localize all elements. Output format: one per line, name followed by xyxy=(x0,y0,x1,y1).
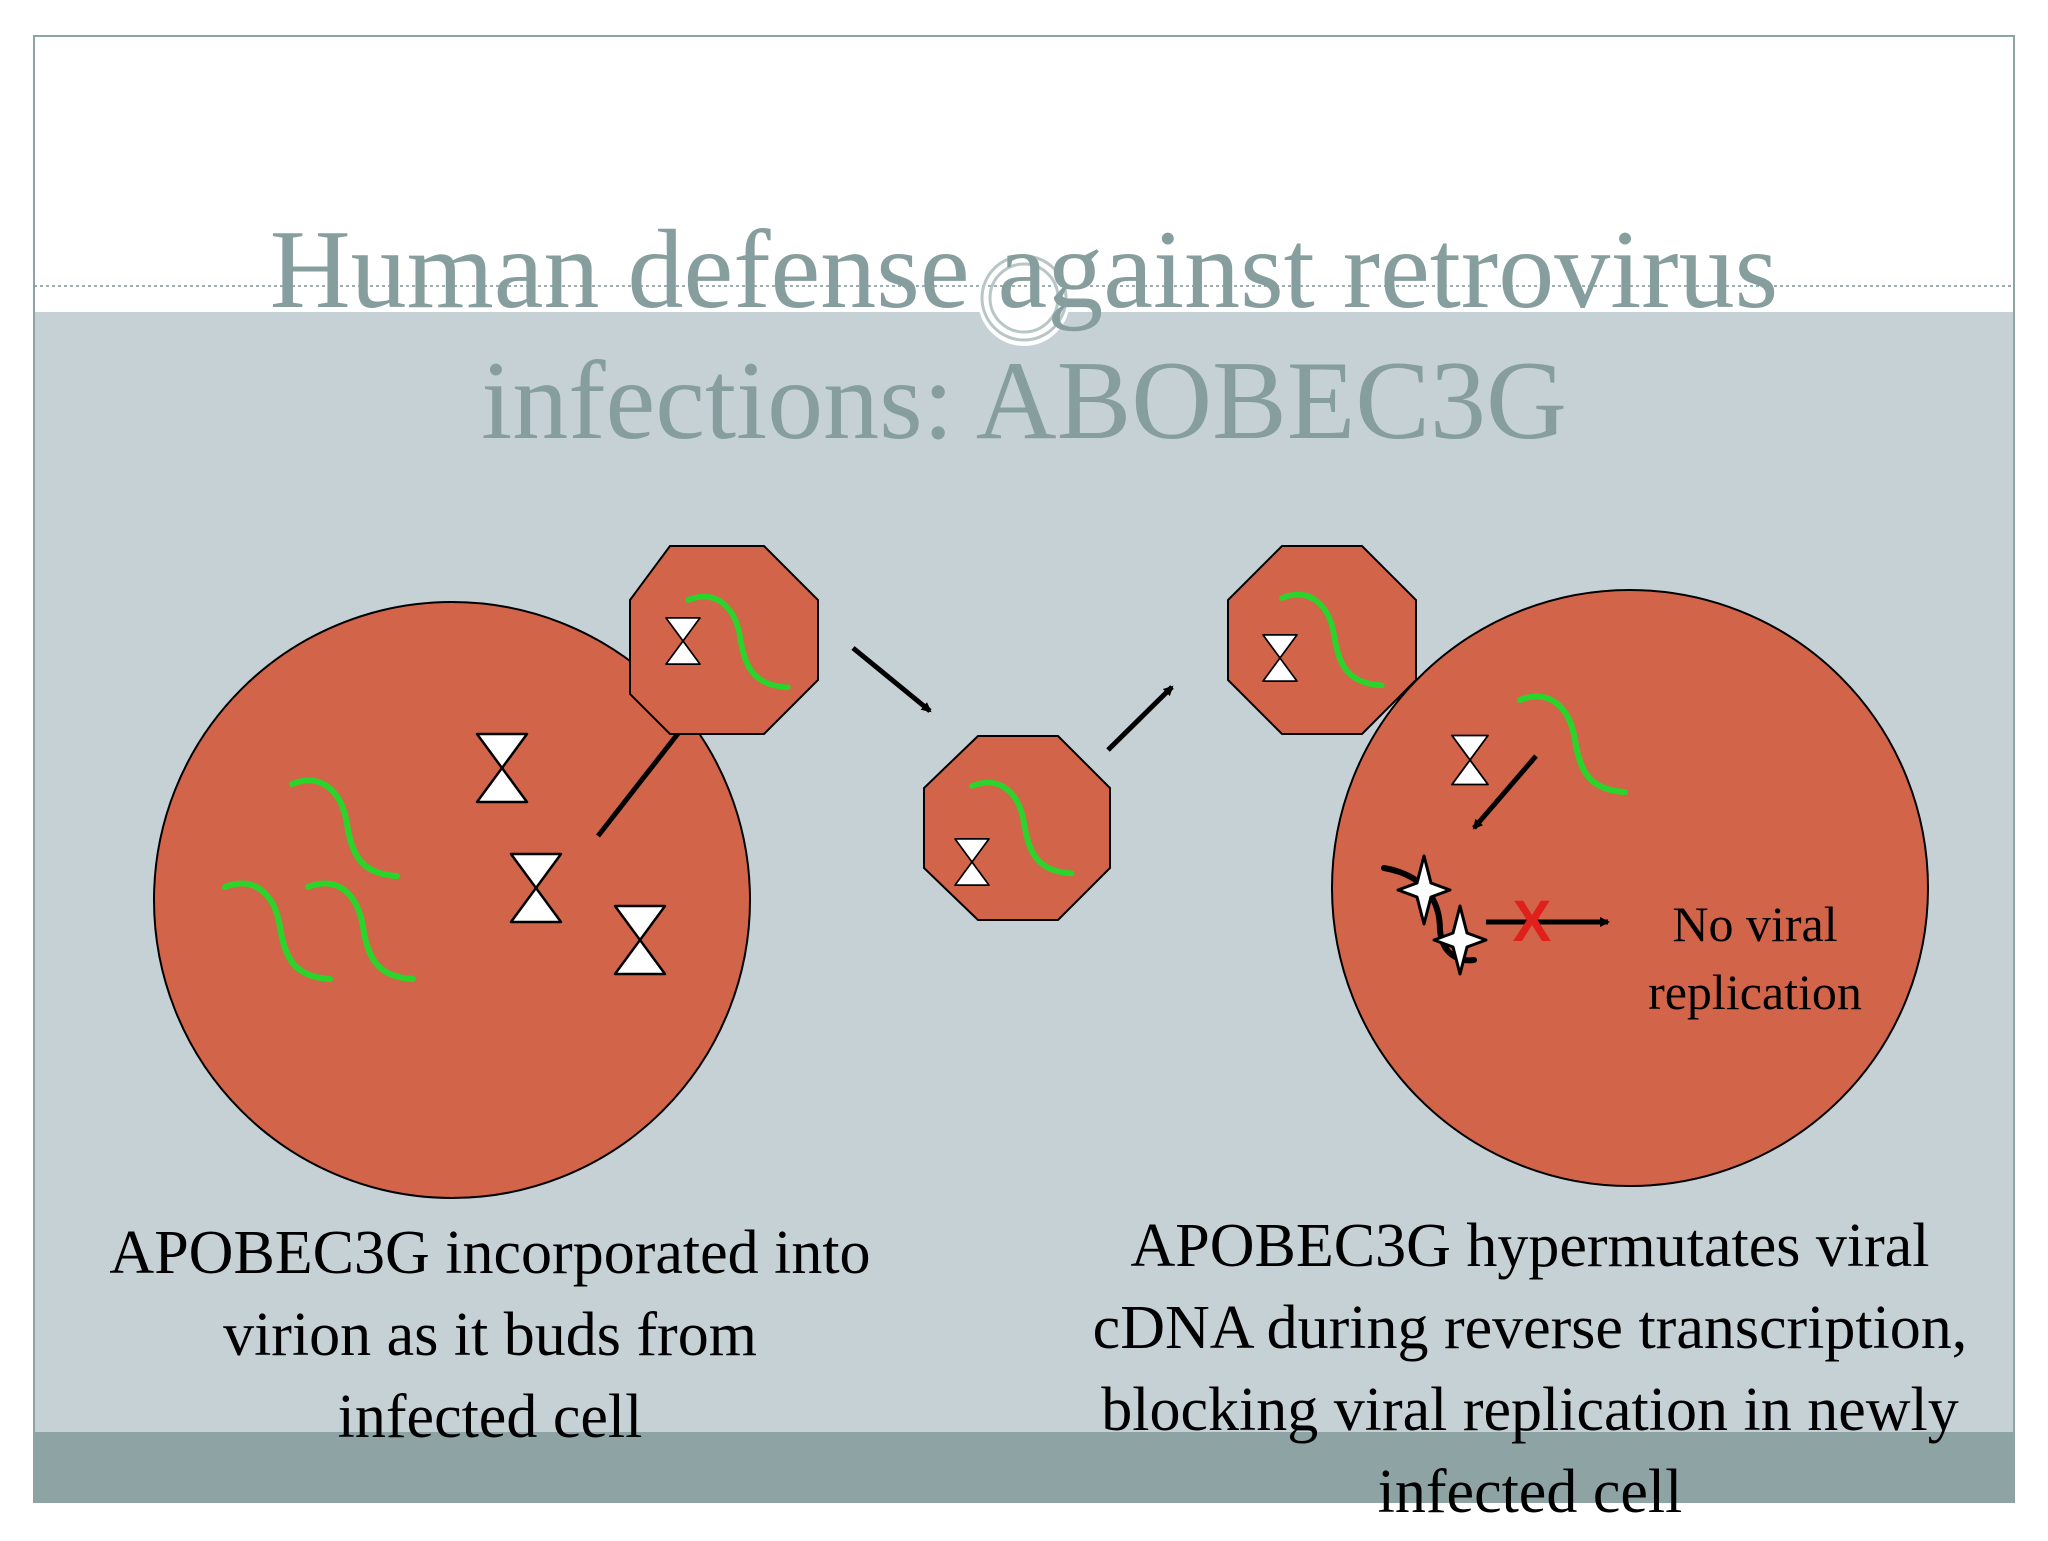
no-replication-line: No viral xyxy=(1672,896,1838,952)
footer-band xyxy=(34,1432,2014,1502)
title-line-2: infections: ABOBEC3G xyxy=(481,339,1567,463)
ornament-ring-inner xyxy=(988,262,1060,334)
slide-border xyxy=(33,35,2015,1503)
left-caption-line: virion as it buds from xyxy=(223,1301,757,1369)
no-replication-label: No viral replication xyxy=(1600,890,1910,1026)
virion-entering xyxy=(1227,545,1417,735)
right-caption-line: blocking viral replication in newly xyxy=(1101,1376,1959,1444)
virion-budding xyxy=(629,545,819,735)
virion-free xyxy=(923,735,1111,921)
right-caption-line: cDNA during reverse transcription, xyxy=(1092,1294,1968,1362)
left-caption: APOBEC3G incorporated into virion as it … xyxy=(40,1212,940,1458)
no-replication-line: replication xyxy=(1648,964,1862,1020)
ornament-ring-outer xyxy=(980,254,1068,342)
right-caption: APOBEC3G hypermutates viral cDNA during … xyxy=(1012,1205,2048,1533)
right-caption-line: infected cell xyxy=(1377,1458,1683,1526)
entry-arrow xyxy=(1106,685,1174,752)
title-line-1: Human defense against retrovirus xyxy=(269,208,1779,332)
infected-cell-left xyxy=(153,601,751,1199)
left-caption-line: infected cell xyxy=(337,1383,643,1451)
release-arrow xyxy=(851,646,932,713)
block-mark: X xyxy=(1513,889,1552,954)
reverse-transcription-arrow xyxy=(1472,754,1538,830)
left-caption-line: APOBEC3G incorporated into xyxy=(109,1219,871,1287)
right-caption-line: APOBEC3G hypermutates viral xyxy=(1130,1212,1930,1280)
